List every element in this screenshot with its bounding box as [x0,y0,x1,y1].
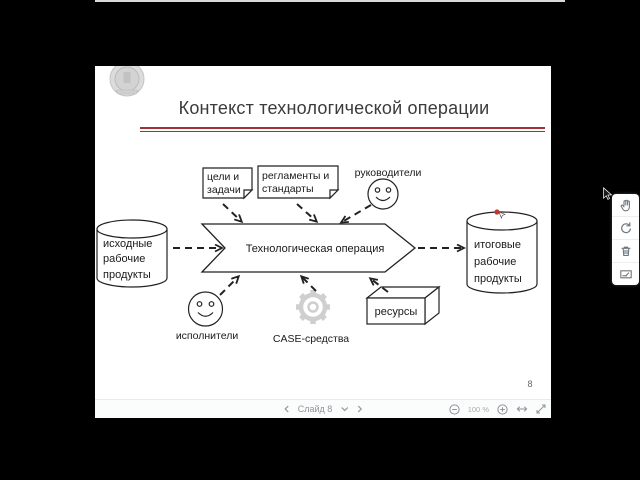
input-products-cylinder [96,219,168,288]
svg-text:исходные: исходные [103,238,152,250]
chevron-left-icon [284,405,289,413]
managers-label: руководители [355,167,422,179]
svg-text:продукты: продукты [474,273,522,285]
executors-smiley-icon [187,291,224,327]
standards-note-label: регламенты и стандарты [262,170,329,195]
trash-icon [620,246,631,257]
svg-text:рабочие: рабочие [103,253,145,265]
zoom-controls: 100 % [449,400,546,418]
context-diagram: Технологическая операция исходные рабочи… [96,165,538,345]
svg-text:рабочие: рабочие [474,256,516,268]
mouse-cursor-icon [603,187,613,200]
process-hexagon: Технологическая операция [200,223,417,273]
arrow-goals-to-process [222,203,241,221]
chevron-down-icon [340,407,348,412]
case-tools-label: CASE-средства [273,333,349,345]
arrow-managers-to-process [342,204,372,222]
svg-text:продукты: продукты [103,269,151,281]
process-label: Технологическая операция [246,243,385,255]
title-underline-thick [140,127,545,129]
chevron-right-icon [357,405,362,413]
title-underline-thin [140,131,545,132]
undo-button[interactable] [612,217,639,240]
viewer-toolbar: Слайд 8 [95,399,551,418]
presentation-window: Контекст технологической операции Технол… [95,66,551,418]
slide-navigation: Слайд 8 [284,400,363,418]
output-products-cylinder [466,211,538,294]
slide-title: Контекст технологической операции [178,98,490,118]
standards-note [257,165,340,200]
managers-smiley-icon [367,178,399,210]
zoom-level: 100 % [467,404,489,414]
circle-plus-icon [497,403,508,415]
svg-text:задачи: задачи [207,184,241,196]
diagram-arrows [173,203,463,296]
hand-pan-icon [620,199,630,212]
arrow-resources-to-process [371,279,389,293]
svg-text:стандарты: стандарты [262,183,314,195]
svg-text:цели и: цели и [207,171,239,183]
arrow-case-to-process [302,277,317,292]
zoom-in-button[interactable] [497,403,508,415]
window-top-edge [95,0,565,2]
goals-note [202,167,254,200]
arrow-standards-to-process [296,203,316,221]
slide-page-number: 8 [527,379,533,389]
prev-slide-button[interactable] [284,405,290,413]
university-seal-logo [109,66,145,97]
signature-button[interactable] [612,263,639,285]
resources-label: ресурсы [375,306,418,318]
expand-arrows-icon [536,404,546,414]
circle-minus-icon [449,403,460,415]
fit-width-button[interactable] [516,405,528,413]
arrow-executors-to-process [219,277,238,296]
slide-label: Слайд 8 [297,404,333,414]
input-products-label: исходные рабочие продукты [103,238,152,281]
undo-icon [620,222,631,234]
laser-pointer-dot [494,209,506,219]
executors-label: исполнители [176,330,239,342]
goals-note-label: цели и задачи [207,171,241,196]
fullscreen-button[interactable] [536,404,546,414]
resources-box [365,285,441,326]
slide-list-dropdown[interactable] [340,406,348,412]
svg-text:итоговые: итоговые [474,239,521,251]
hand-pan-button[interactable] [612,194,639,217]
output-products-label: итоговые рабочие продукты [474,239,522,285]
next-slide-button[interactable] [356,405,362,413]
signature-icon [619,270,632,279]
svg-text:регламенты и: регламенты и [262,170,329,182]
delete-button[interactable] [612,240,639,263]
annotation-toolbar [612,194,639,285]
arrows-horizontal-icon [516,406,528,412]
case-tools-gear-icon [296,290,330,324]
zoom-out-button[interactable] [449,403,460,415]
